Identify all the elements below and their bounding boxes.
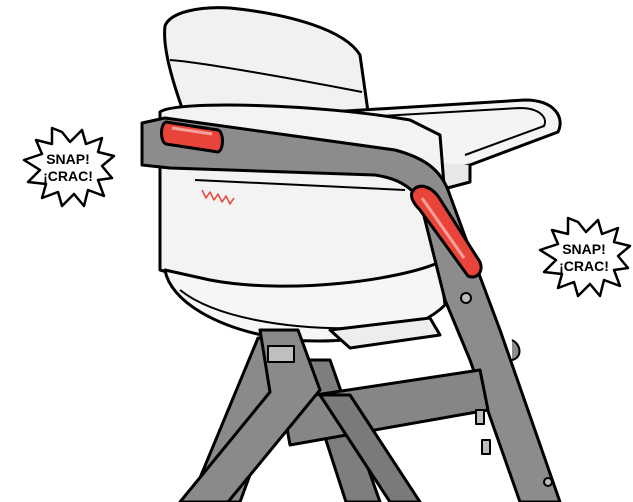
left-callout-line1: SNAP! [46,151,90,167]
left-callout-line2: ¡CRAC! [43,168,93,184]
starburst-icon [24,128,114,206]
right-callout-line2: ¡CRAC! [559,258,609,274]
left-snap-callout: SNAP! ¡CRAC! [24,128,114,206]
starburst-icon [540,218,630,296]
right-snap-callout: SNAP! ¡CRAC! [540,218,630,296]
right-callout-line1: SNAP! [562,241,606,257]
